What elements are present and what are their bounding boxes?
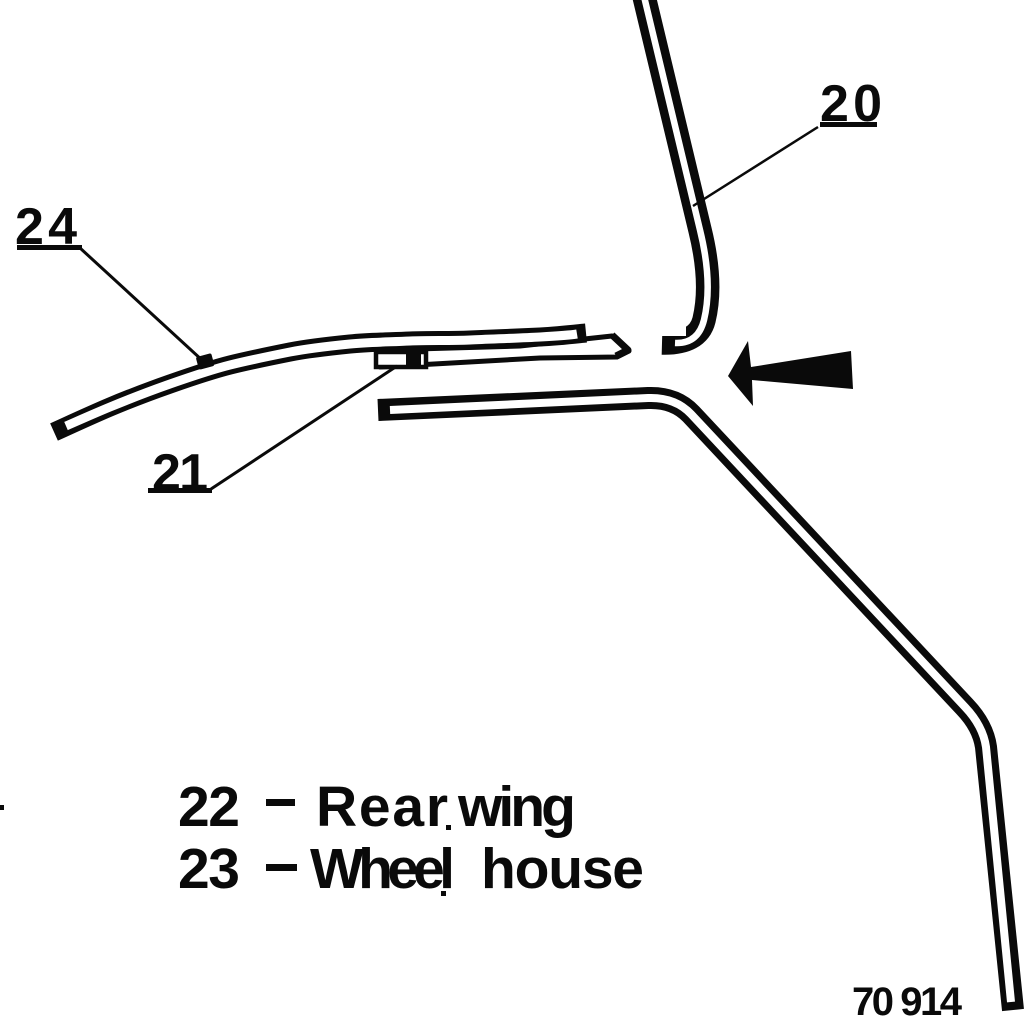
svg-text:wing: wing bbox=[457, 775, 576, 839]
svg-text:house: house bbox=[481, 837, 644, 901]
svg-text:21: 21 bbox=[152, 444, 208, 502]
svg-text:22: 22 bbox=[178, 775, 240, 839]
svg-text:70 914: 70 914 bbox=[852, 980, 963, 1024]
svg-text:Rear: Rear bbox=[316, 775, 448, 839]
svg-text:23: 23 bbox=[178, 837, 240, 901]
svg-text:Wheel: Wheel bbox=[310, 837, 455, 901]
